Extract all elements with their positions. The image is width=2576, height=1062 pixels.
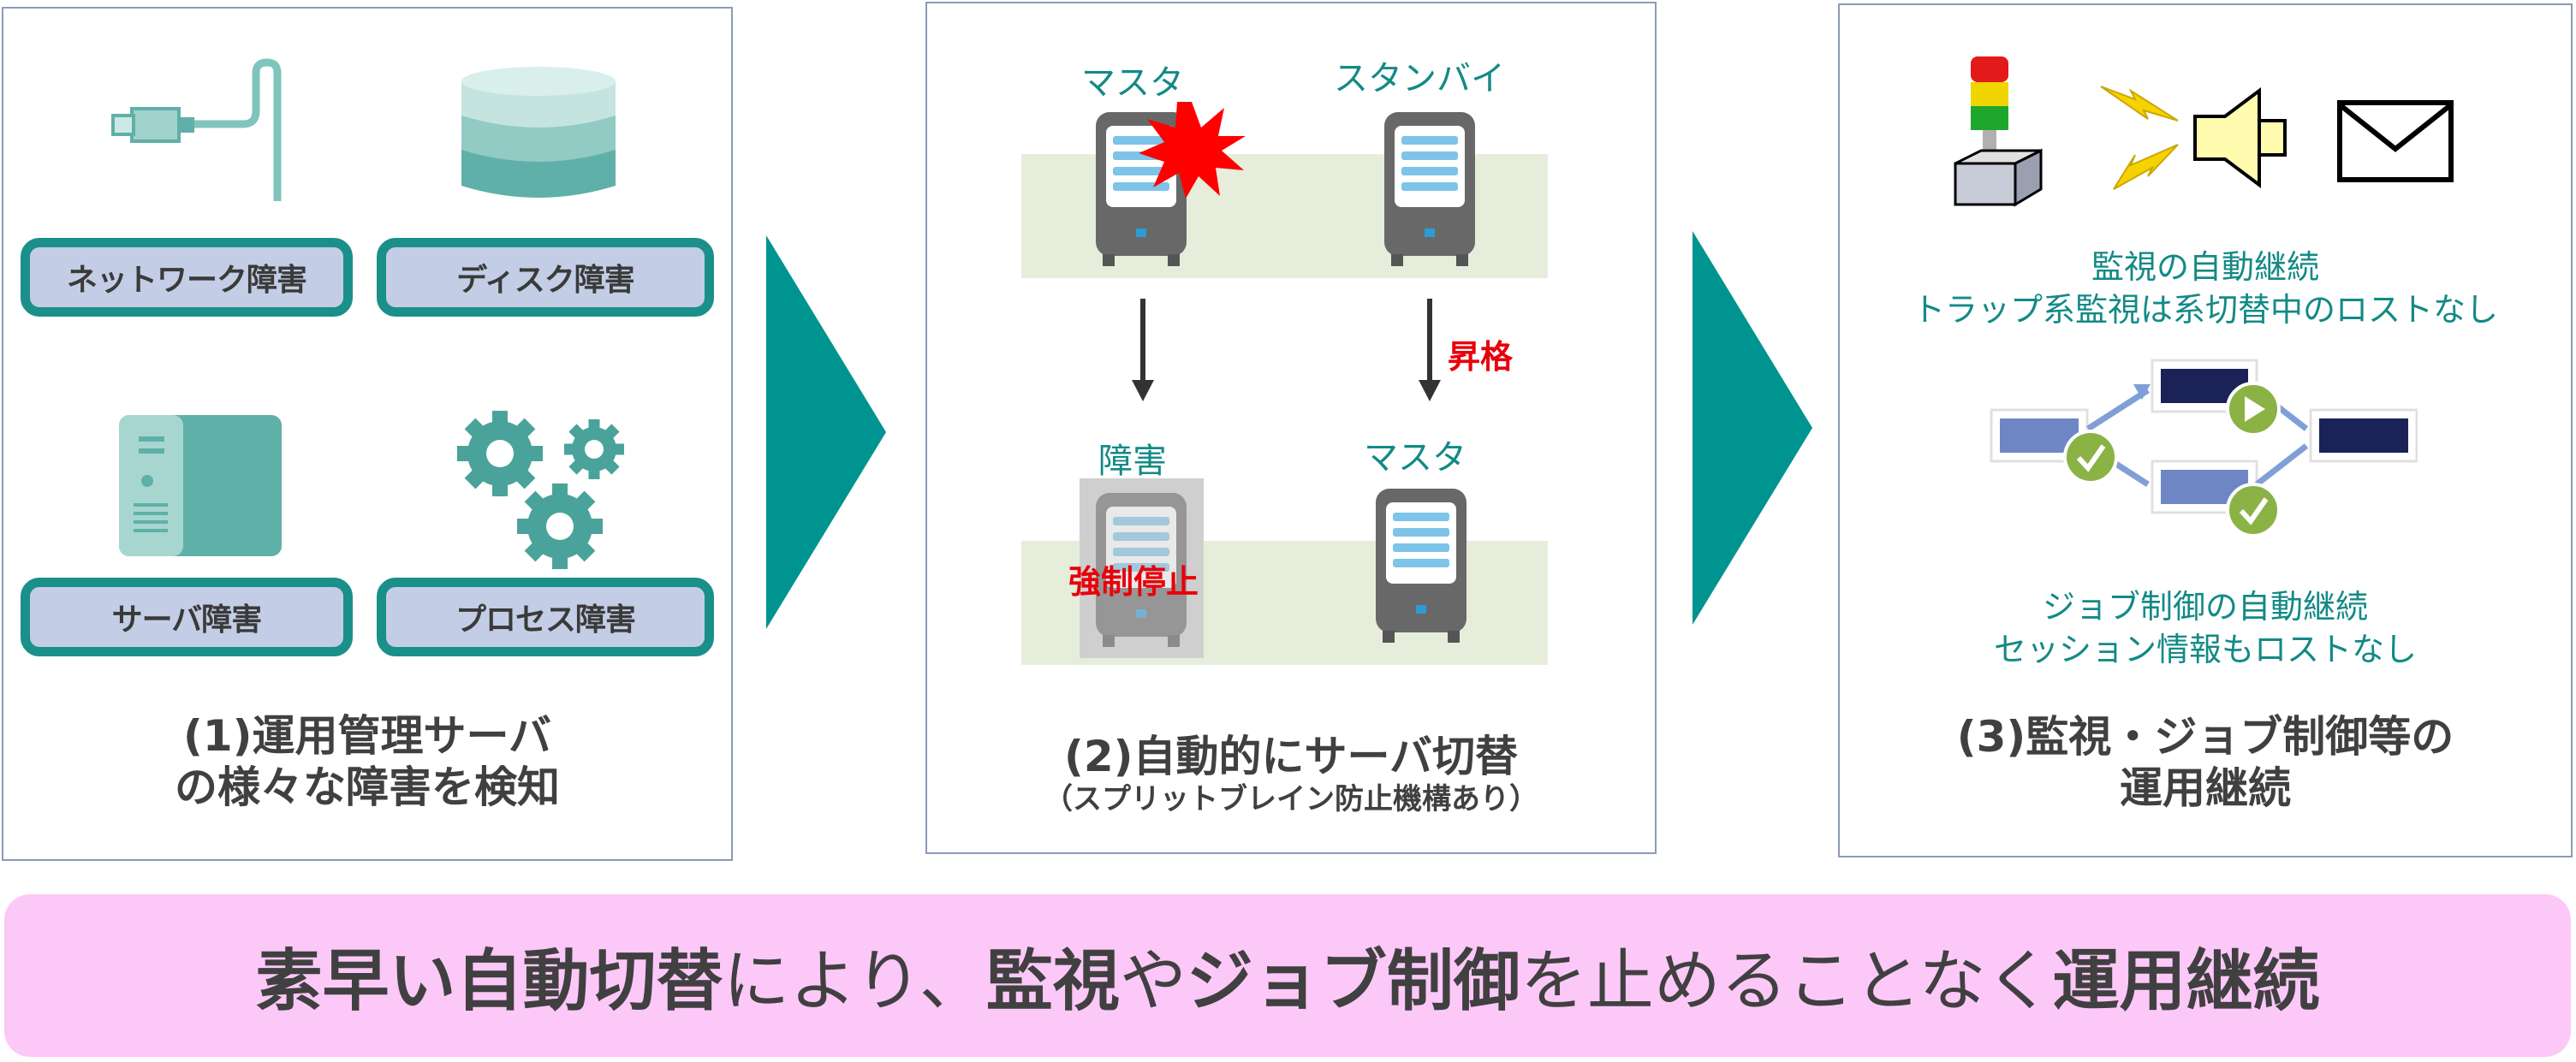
signal-tower-icon bbox=[1954, 56, 2043, 207]
label-disk-failure-text: ディスク障害 bbox=[456, 263, 634, 298]
flow-arrow-2 bbox=[1693, 231, 1812, 625]
label-server-failure-text: サーバ障害 bbox=[111, 602, 263, 638]
summary-banner: 素早い自動切替により、監視やジョブ制御を止めることなく運用継続 bbox=[4, 894, 2571, 1057]
caption-step1-line1: (1)運用管理サーバ bbox=[183, 711, 551, 761]
arrow-down-right bbox=[1419, 299, 1441, 401]
caption-step3: (3)監視・ジョブ制御等の 運用継続 bbox=[1840, 711, 2571, 814]
monitor-line1: 監視の自動継続 bbox=[2091, 248, 2319, 286]
label-master-top: マスタ bbox=[1081, 63, 1184, 103]
gears-icon bbox=[457, 411, 624, 569]
caption-step2-line1: (2)自動的にサーバ切替 bbox=[1064, 732, 1518, 781]
arrow-down-left bbox=[1132, 299, 1154, 401]
banner-part5: ジョブ制御 bbox=[1186, 943, 1520, 1020]
label-process-failure-text: プロセス障害 bbox=[455, 602, 636, 638]
banner-part3: 監視 bbox=[985, 943, 1120, 1020]
caption-step3-line1: (3)監視・ジョブ制御等の bbox=[1956, 712, 2454, 762]
monitor-line2: トラップ系監視は系切替中のロストなし bbox=[1912, 291, 2498, 329]
caption-step2: (2)自動的にサーバ切替 （スプリットブレイン防止機構あり） bbox=[927, 731, 1655, 817]
disk-icon bbox=[461, 67, 616, 198]
job-line2: セッション情報もロストなし bbox=[1993, 631, 2417, 668]
banner-part7: 運用継続 bbox=[2052, 943, 2320, 1020]
mail-icon bbox=[2337, 100, 2454, 182]
lightning-icon bbox=[2100, 86, 2179, 190]
label-server-failure: サーバ障害 bbox=[21, 578, 353, 656]
label-standby-top: スタンバイ bbox=[1334, 59, 1505, 98]
caption-step2-line2: （スプリットブレイン防止機構あり） bbox=[1044, 782, 1538, 816]
network-cable-icon bbox=[111, 58, 282, 201]
panel-server-switch: マスタ スタンバイ 昇格 障害 マスタ bbox=[925, 2, 1657, 854]
caption-step1: (1)運用管理サーバ の様々な障害を検知 bbox=[3, 710, 731, 813]
banner-part4: や bbox=[1119, 943, 1187, 1020]
panel-operation-continue: 監視の自動継続 トラップ系監視は系切替中のロストなし ジョブ制御の自動継続 セッ bbox=[1838, 3, 2573, 857]
label-master-bottom: マスタ bbox=[1364, 438, 1466, 478]
server-failed-icon bbox=[1096, 493, 1187, 647]
label-network-failure-text: ネットワーク障害 bbox=[66, 263, 307, 298]
label-failure: 障害 bbox=[1098, 442, 1167, 481]
banner-part1: 素早い自動切替 bbox=[255, 943, 723, 1020]
flow-arrow-1 bbox=[766, 235, 886, 629]
caption-step3-line2: 運用継続 bbox=[2120, 763, 2291, 813]
label-force-stop: 強制停止 bbox=[1068, 563, 1199, 601]
server-tower-icon bbox=[119, 415, 282, 556]
server-standby-icon bbox=[1384, 112, 1475, 266]
label-promote: 昇格 bbox=[1448, 338, 1514, 376]
banner-part6: を止めることなく bbox=[1520, 943, 2053, 1020]
job-line1: ジョブ制御の自動継続 bbox=[2042, 588, 2368, 626]
job-flow-icon bbox=[1990, 359, 2418, 537]
label-network-failure: ネットワーク障害 bbox=[21, 238, 353, 317]
label-process-failure: プロセス障害 bbox=[377, 578, 714, 656]
caption-step1-line2: の様々な障害を検知 bbox=[175, 762, 560, 812]
panel-failure-detection: ネットワーク障害 ディスク障害 bbox=[2, 7, 733, 861]
server-new-master-icon bbox=[1376, 489, 1466, 643]
label-disk-failure: ディスク障害 bbox=[377, 238, 714, 317]
failure-burst-icon bbox=[1139, 102, 1246, 199]
banner-part2: により、 bbox=[723, 943, 986, 1020]
speaker-icon bbox=[2193, 87, 2287, 188]
